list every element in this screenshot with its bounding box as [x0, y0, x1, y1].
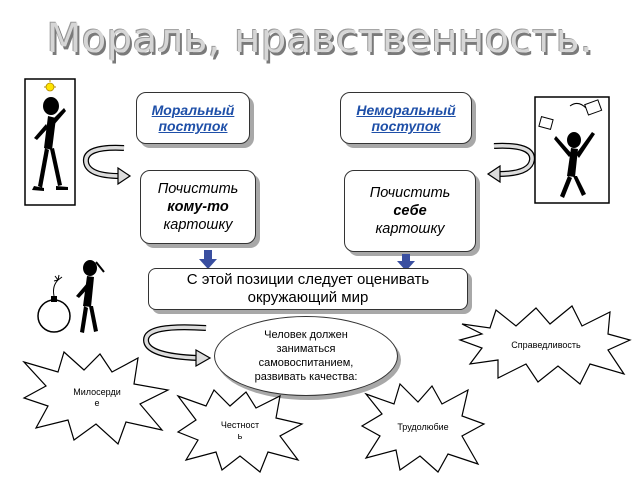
down-arrow-icon	[199, 250, 217, 269]
conclusion-box: С этой позиции следует оценивать окружаю…	[148, 268, 468, 310]
moral-example-box: Почистить кому-то картошку	[140, 170, 256, 244]
juggler-figure-icon	[534, 96, 610, 204]
quality-diligence-label: Трудолюбие	[397, 421, 449, 432]
curved-arrow-icon	[486, 142, 536, 184]
immoral-example-box: Почистить себе картошку	[344, 170, 476, 252]
curved-arrow-icon	[142, 324, 212, 368]
quality-justice-star: Справедливость	[458, 304, 634, 386]
immoral-act-label: Неморальный поступок	[356, 102, 456, 134]
immoral-example-text: Почистить себе картошку	[369, 185, 451, 237]
page-title: Мораль, нравственность.	[46, 16, 594, 62]
bomb-figure-icon	[37, 260, 105, 333]
moral-act-box: Моральный поступок	[136, 92, 250, 144]
quality-diligence-star: Трудолюбие	[360, 380, 486, 474]
quality-justice-label: Справедливость	[511, 339, 581, 350]
curved-arrow-icon	[82, 144, 132, 186]
conclusion-text: С этой позиции следует оценивать окружаю…	[186, 271, 430, 306]
moral-act-label: Моральный поступок	[151, 102, 235, 134]
idea-figure-icon	[24, 78, 76, 206]
self-education-ellipse: Человек должен заниматься самовоспитание…	[214, 316, 398, 396]
moral-example-text: Почистить кому-то картошку	[157, 181, 239, 233]
down-arrow-icon	[397, 254, 415, 271]
immoral-act-box: Неморальный поступок	[340, 92, 472, 144]
self-education-text: Человек должен заниматься самовоспитание…	[254, 329, 358, 383]
